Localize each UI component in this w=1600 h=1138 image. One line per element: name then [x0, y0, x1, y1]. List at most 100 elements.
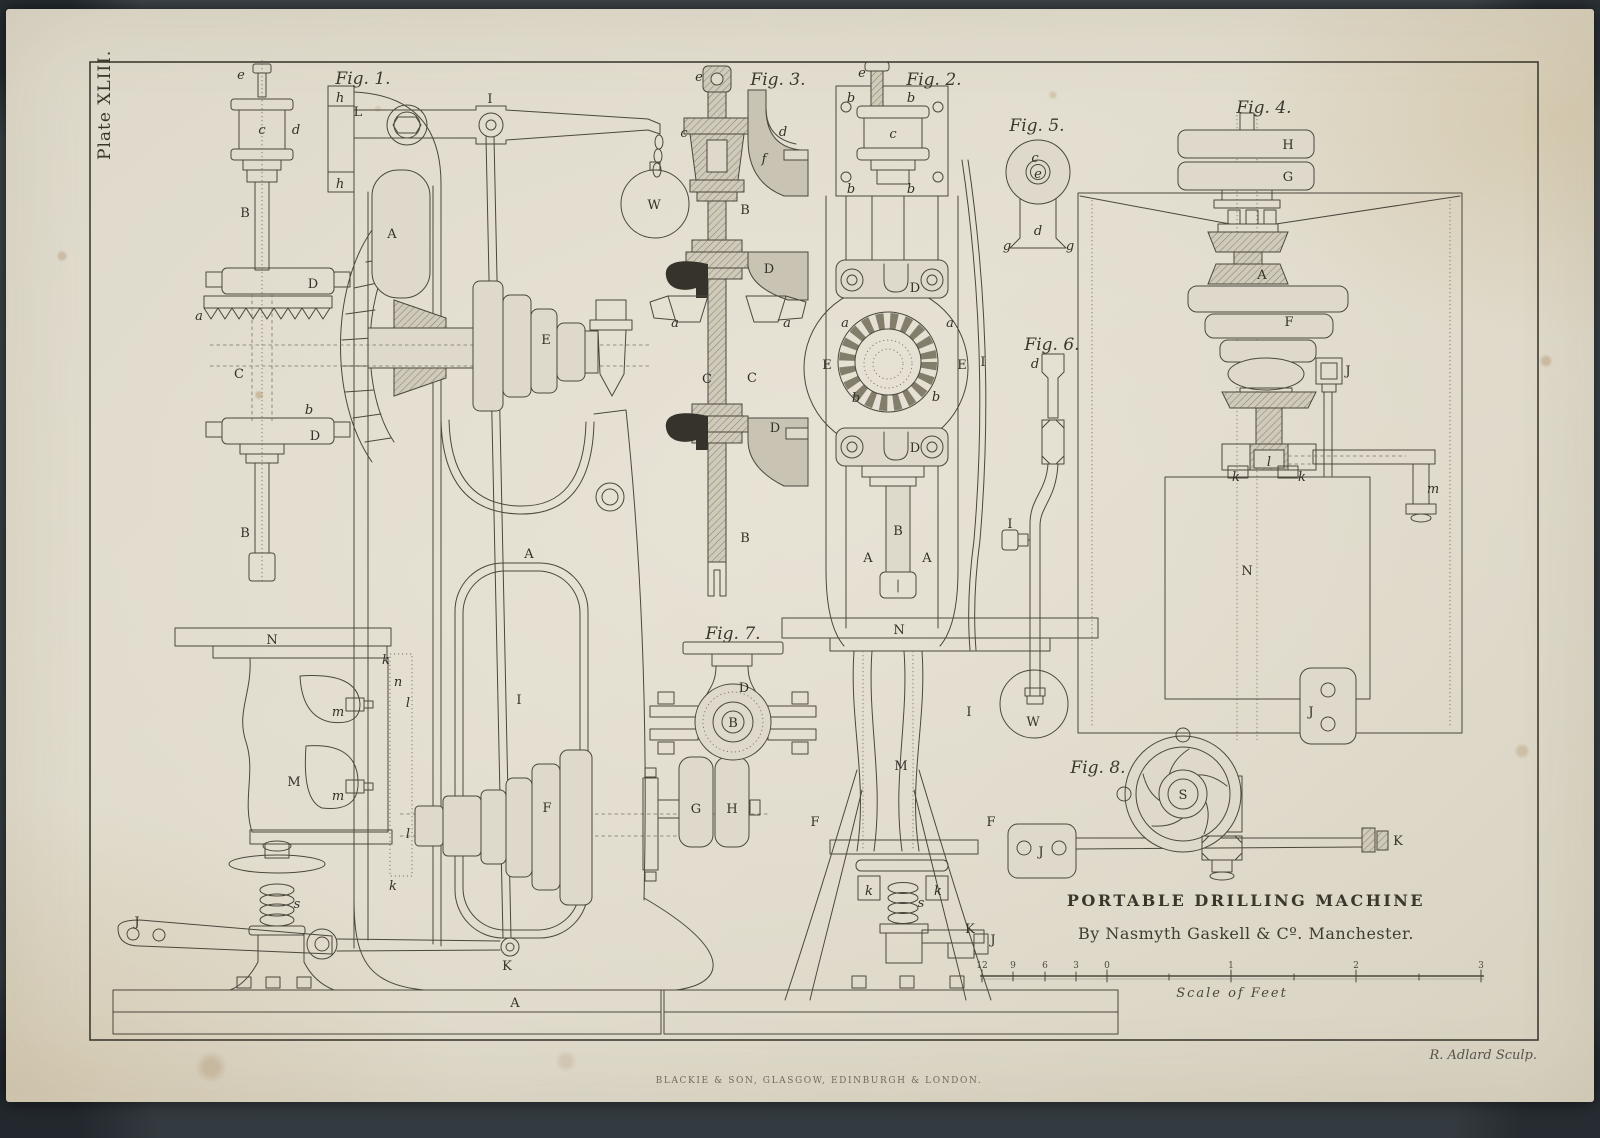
part-label: C — [234, 367, 244, 382]
part-label: I — [487, 92, 492, 107]
part-label: e — [695, 70, 703, 85]
part-label: e — [237, 68, 245, 83]
part-label: J — [1343, 364, 1350, 379]
part-label: m — [332, 789, 344, 804]
scale-tick-label: 2 — [1353, 961, 1359, 971]
part-label: A — [509, 996, 520, 1011]
part-label: h — [336, 91, 344, 106]
part-label: a — [671, 316, 679, 331]
part-label: A — [862, 551, 873, 566]
figure-6-caption: Fig. 6. — [1023, 335, 1079, 355]
part-label: D — [310, 429, 320, 444]
part-label: L — [354, 105, 363, 120]
part-label: h — [336, 177, 344, 192]
figure-6: Fig. 6. d I W — [999, 335, 1080, 739]
part-label: k — [1298, 470, 1306, 485]
figure-7-caption: Fig. 7. — [704, 624, 760, 644]
gear-ring — [837, 311, 939, 413]
part-label: c — [258, 123, 266, 138]
drill-table — [781, 617, 1099, 639]
scale-tick-label: 1 — [1228, 961, 1234, 971]
part-label: l — [406, 696, 410, 711]
part-label: G — [1283, 170, 1293, 185]
part-label: B — [740, 203, 750, 218]
title-line-1: PORTABLE DRILLING MACHINE — [1067, 891, 1425, 910]
part-label: F — [542, 801, 551, 816]
figure-2-caption: Fig. 2. — [905, 70, 961, 90]
part-label: S — [1179, 788, 1188, 803]
figure-5: Fig. 5. c e d g g — [1003, 116, 1074, 254]
part-label: B — [740, 531, 750, 546]
part-label: K — [1393, 834, 1403, 849]
part-label: W — [647, 198, 661, 213]
part-label: K — [502, 959, 512, 974]
publisher-imprint: BLACKIE & SON, GLASGOW, EDINBURGH & LOND… — [656, 1076, 983, 1086]
part-label: B — [240, 526, 250, 541]
part-label: k — [934, 884, 942, 899]
part-label: D — [770, 421, 780, 436]
part-label: d — [1031, 357, 1039, 372]
scale-tick-label: 9 — [1010, 961, 1016, 971]
part-label: b — [847, 91, 855, 106]
hand-lever — [117, 919, 333, 955]
cone-pulley-E — [472, 280, 504, 412]
part-label: B — [728, 716, 738, 731]
part-label: e — [1034, 167, 1042, 182]
weight-ball — [999, 669, 1069, 739]
part-label: F — [810, 815, 819, 830]
part-label: k — [865, 884, 873, 899]
part-label: a — [783, 316, 791, 331]
part-label: c — [1031, 151, 1039, 166]
plate-number: Plate XLIII. — [95, 50, 115, 160]
part-label: W — [1026, 715, 1040, 730]
figure-7: Fig. 7. D B — [649, 624, 817, 761]
part-label: m — [1427, 482, 1439, 497]
part-label: G — [691, 802, 701, 817]
part-label: s — [294, 897, 301, 912]
drill-table — [174, 627, 392, 647]
part-label: a — [946, 316, 954, 331]
figure-1: Fig. 1. e c d h L h I W B D a C b D B A … — [112, 60, 768, 1035]
part-label: D — [764, 262, 774, 277]
part-label: g — [1066, 239, 1074, 254]
scale-caption: Scale of Feet — [1176, 986, 1288, 1001]
part-label: E — [822, 358, 832, 373]
scale-bar: 12 9 6 3 0 1 2 3 Scale of Feet — [976, 961, 1484, 1001]
part-label: E — [957, 358, 967, 373]
part-label: F — [986, 815, 995, 830]
part-label: J — [988, 933, 995, 948]
figure-5-caption: Fig. 5. — [1008, 116, 1064, 136]
part-label: J — [132, 915, 139, 930]
figure-8-caption: Fig. 8. — [1069, 758, 1125, 778]
part-label: H — [726, 802, 737, 817]
part-label: K — [965, 922, 975, 937]
part-label: D — [308, 277, 318, 292]
base-plate — [663, 989, 1119, 1013]
part-label: A — [1256, 268, 1267, 283]
part-label: b — [932, 390, 940, 405]
part-label: C — [702, 372, 712, 387]
part-label: I — [1007, 517, 1012, 532]
part-label: k — [382, 653, 390, 668]
part-label: N — [1241, 564, 1252, 579]
part-label: l — [1267, 455, 1271, 470]
part-label: m — [332, 705, 344, 720]
bevel-gear-wheel — [340, 229, 373, 463]
figure-4-caption: Fig. 4. — [1235, 98, 1291, 118]
part-label: D — [910, 281, 920, 296]
part-label: c — [680, 126, 688, 141]
part-label: k — [389, 879, 397, 894]
part-label: I — [966, 705, 971, 720]
part-label: a — [841, 316, 849, 331]
figure-2: Fig. 2. e b b c b b D a a E E I b b D B … — [663, 61, 1119, 1035]
part-label: C — [747, 371, 757, 386]
part-label: a — [195, 309, 203, 324]
counterweight-ball — [620, 169, 690, 239]
figure-1-caption: Fig. 1. — [334, 69, 390, 89]
part-label: f — [761, 152, 769, 167]
engraver-credit: R. Adlard Sculp. — [1428, 1048, 1537, 1063]
base-plate — [112, 989, 662, 1013]
figure-4: Fig. 4. H G A F J l k k m N J — [1077, 98, 1463, 745]
